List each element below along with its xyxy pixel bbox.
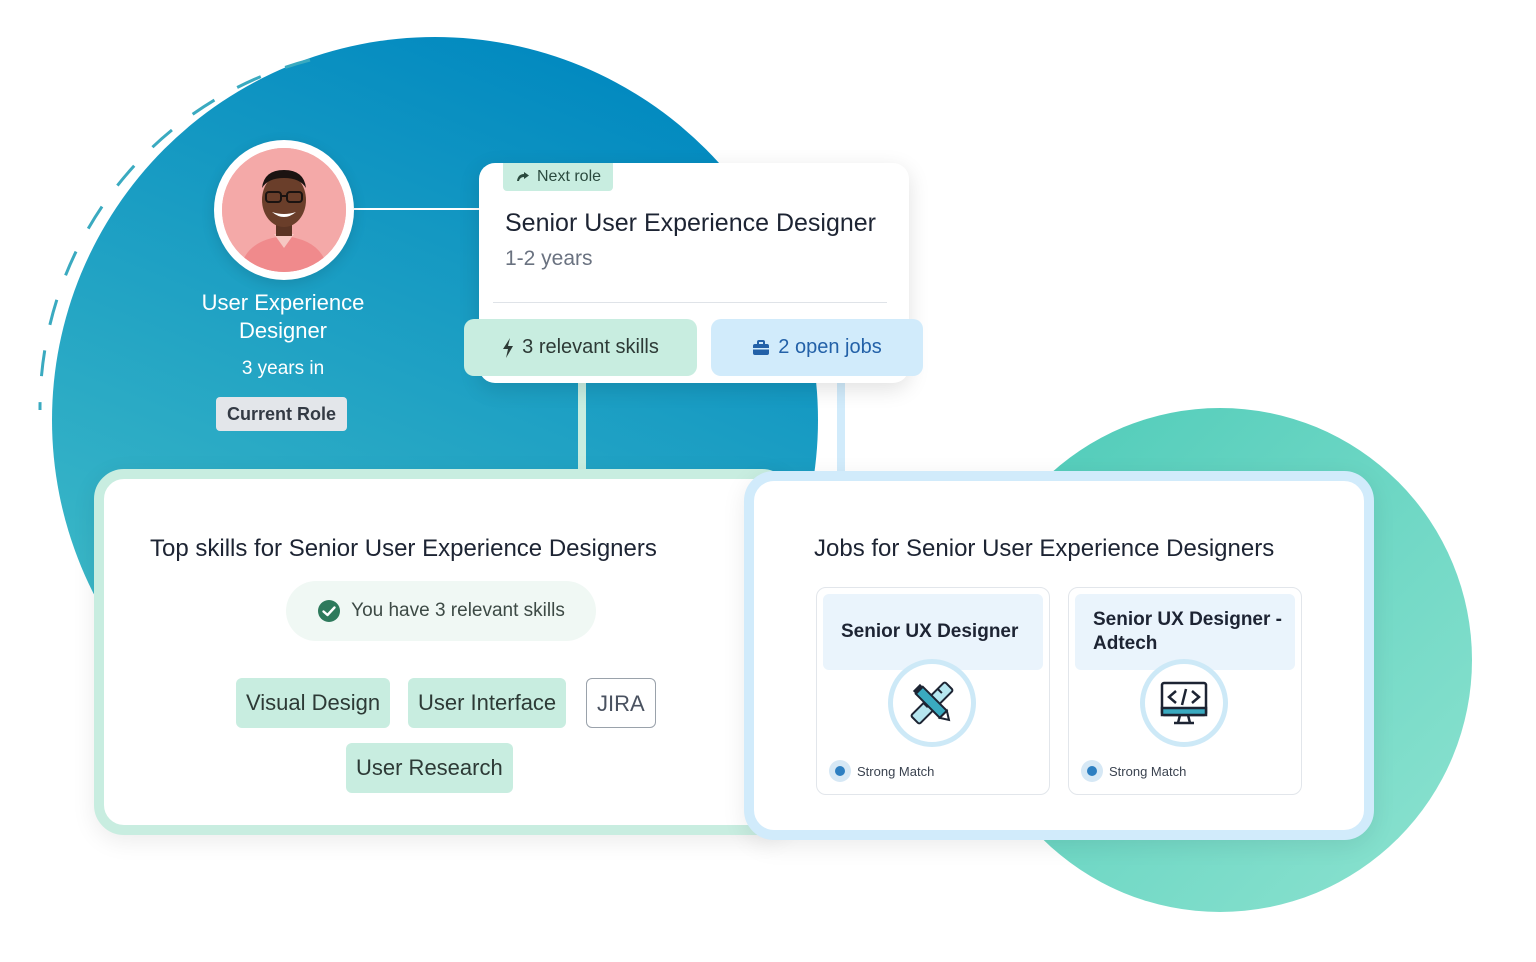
open-jobs-button[interactable]: 2 open jobs	[711, 319, 923, 376]
relevant-skills-button[interactable]: 3 relevant skills	[464, 319, 697, 376]
match-dot-icon	[1081, 760, 1103, 782]
job-header: Senior UX Designer - Adtech	[1075, 594, 1295, 670]
next-role-tag: Next role	[503, 163, 614, 191]
check-circle-icon	[318, 600, 341, 622]
divider	[493, 302, 887, 303]
skill-chip-jira[interactable]: JIRA	[586, 678, 656, 728]
code-monitor-icon	[1160, 681, 1208, 725]
job-icon-badge	[888, 659, 976, 747]
match-indicator: Strong Match	[829, 760, 934, 782]
briefcase-icon	[753, 339, 770, 355]
job-tile[interactable]: Senior UX Designer - Adtech Strong Match	[1068, 587, 1302, 795]
skill-chip-user-interface[interactable]: User Interface	[408, 678, 567, 728]
jobs-card: Jobs for Senior User Experience Designer…	[744, 471, 1374, 840]
match-dot-icon	[829, 760, 851, 782]
person-icon	[222, 148, 346, 272]
design-tools-icon	[910, 681, 954, 725]
job-title: Senior UX Designer - Adtech	[1093, 609, 1282, 654]
next-role-title: Senior User Experience Designer	[505, 209, 877, 237]
job-header: Senior UX Designer	[823, 594, 1043, 670]
dashed-arc	[38, 58, 311, 411]
current-role-title: User Experience Designer	[201, 290, 365, 343]
skill-chip-user-research[interactable]: User Research	[346, 743, 513, 793]
job-tile[interactable]: Senior UX Designer Strong Match	[816, 587, 1050, 795]
avatar	[214, 140, 354, 280]
person-portrait	[222, 148, 346, 272]
relevant-skills-summary: You have 3 relevant skills	[286, 581, 596, 641]
match-label: Strong Match	[857, 763, 935, 779]
current-role-badge: Current Role	[216, 397, 347, 431]
path-arrow-icon	[517, 172, 529, 181]
open-jobs-label: 2 open jobs	[778, 336, 882, 358]
relevant-skills-label: 3 relevant skills	[522, 336, 659, 358]
next-role-tag-label: Next role	[537, 168, 602, 185]
skills-card-title: Top skills for Senior User Experience De…	[150, 535, 657, 562]
relevant-skills-summary-text: You have 3 relevant skills	[351, 600, 565, 621]
match-indicator: Strong Match	[1081, 760, 1186, 782]
jobs-card-title: Jobs for Senior User Experience Designer…	[814, 535, 1275, 562]
top-skills-card: Top skills for Senior User Experience De…	[94, 469, 792, 835]
current-role-duration: 3 years in	[241, 358, 325, 379]
job-icon-badge	[1140, 659, 1228, 747]
lightning-icon	[503, 337, 514, 358]
match-label: Strong Match	[1109, 763, 1187, 779]
job-title: Senior UX Designer	[841, 621, 1019, 642]
next-role-years: 1-2 years	[505, 247, 593, 270]
skill-chip-visual-design[interactable]: Visual Design	[236, 678, 391, 728]
